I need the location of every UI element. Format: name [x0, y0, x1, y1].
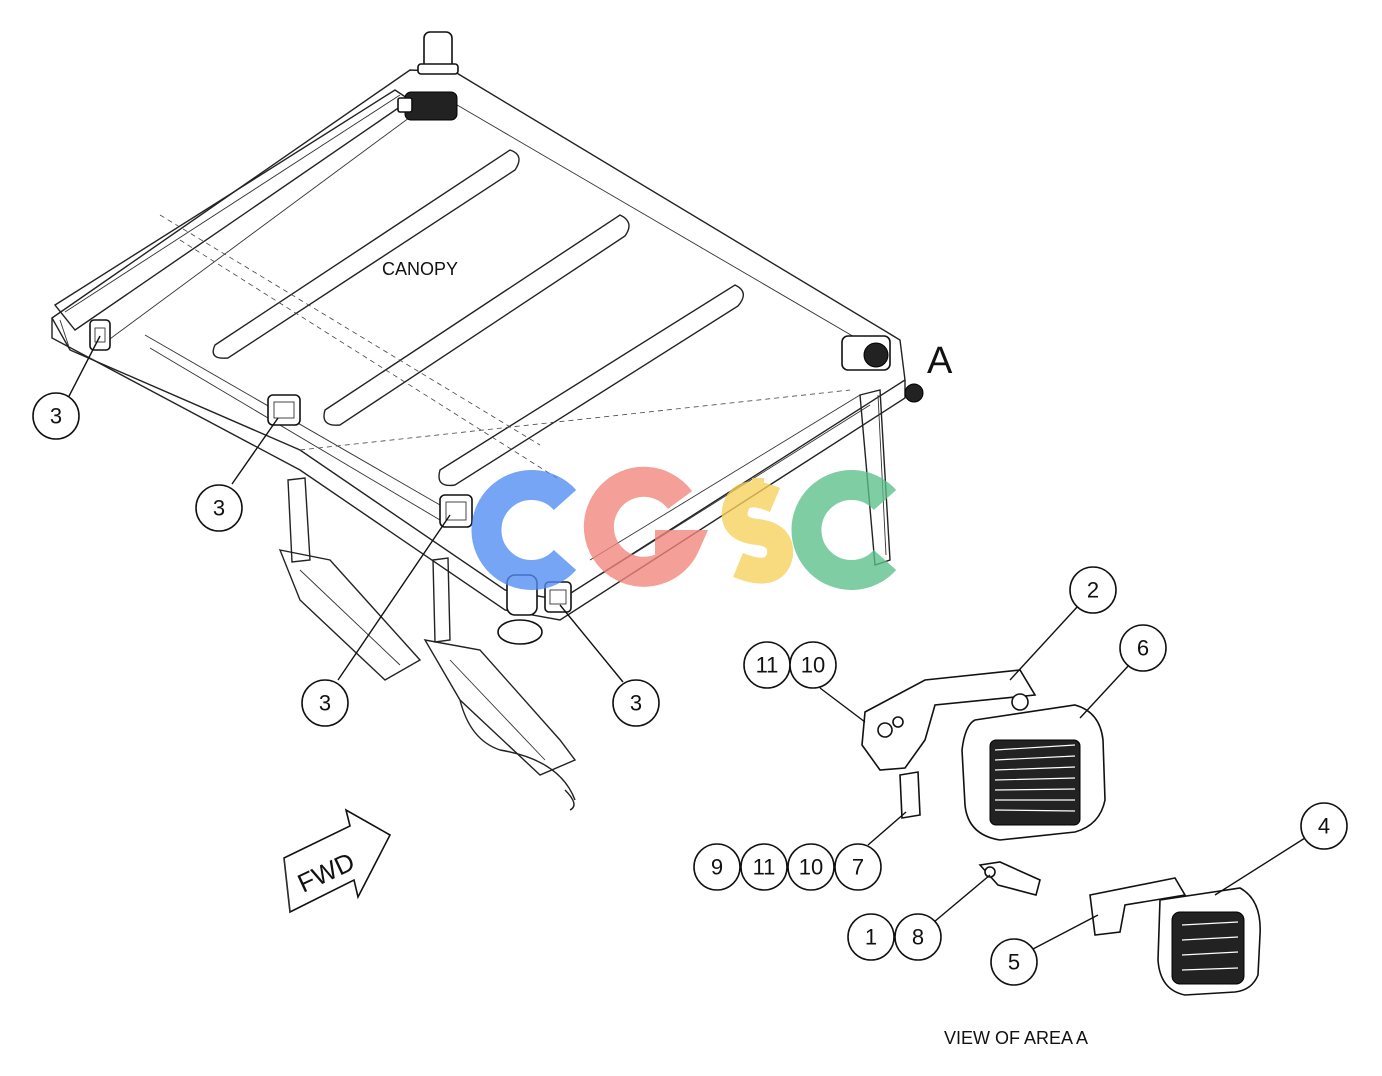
svg-text:10: 10	[799, 855, 823, 880]
svg-text:11: 11	[756, 653, 779, 678]
svg-text:3: 3	[319, 691, 331, 716]
callout-3-mid: 3	[195, 484, 243, 532]
view-caption: VIEW OF AREA A	[944, 1028, 1088, 1048]
callout-1: 1	[847, 913, 895, 961]
compact-lamp	[1157, 887, 1261, 996]
svg-text:4: 4	[1318, 814, 1330, 839]
svg-text:7: 7	[852, 855, 864, 880]
callout-10-bottom: 10	[787, 843, 835, 891]
svg-text:1: 1	[865, 925, 877, 950]
callout-6: 6	[1119, 624, 1167, 672]
svg-text:3: 3	[630, 691, 642, 716]
area-a-lamp	[841, 335, 924, 403]
leader-lines	[65, 335, 1306, 950]
svg-text:5: 5	[1008, 950, 1020, 975]
svg-text:2: 2	[1087, 578, 1099, 603]
callout-9: 9	[693, 843, 741, 891]
svg-text:6: 6	[1137, 636, 1149, 661]
canopy-label: CANOPY	[382, 259, 458, 279]
svg-text:3: 3	[213, 496, 225, 521]
callout-5: 5	[990, 938, 1038, 986]
watermark-logo	[471, 466, 897, 590]
canopy-assembly	[51, 31, 924, 811]
callout-11-bottom: 11	[740, 843, 788, 891]
callout-7: 7	[834, 843, 882, 891]
callout-3-right: 3	[612, 679, 660, 727]
svg-text:3: 3	[50, 404, 62, 429]
callout-8: 8	[894, 913, 942, 961]
side-lamp-1	[89, 319, 111, 351]
callout-11-top: 11	[743, 641, 791, 689]
side-lamp-2	[267, 394, 301, 426]
callout-2: 2	[1069, 566, 1117, 614]
forward-arrow: FWD	[283, 808, 392, 914]
callout-4: 4	[1300, 802, 1348, 850]
work-lamp	[961, 704, 1106, 841]
area-a-marker: A	[927, 340, 953, 382]
svg-text:8: 8	[912, 925, 924, 950]
callout-3-left: 3	[32, 392, 80, 440]
svg-text:9: 9	[711, 855, 723, 880]
callout-10-top: 10	[789, 641, 837, 689]
callout-3-lower: 3	[301, 679, 349, 727]
rear-lamp-cluster	[397, 91, 458, 121]
svg-text:10: 10	[801, 653, 825, 678]
area-a-detail	[861, 669, 1261, 996]
svg-text:11: 11	[753, 855, 776, 880]
